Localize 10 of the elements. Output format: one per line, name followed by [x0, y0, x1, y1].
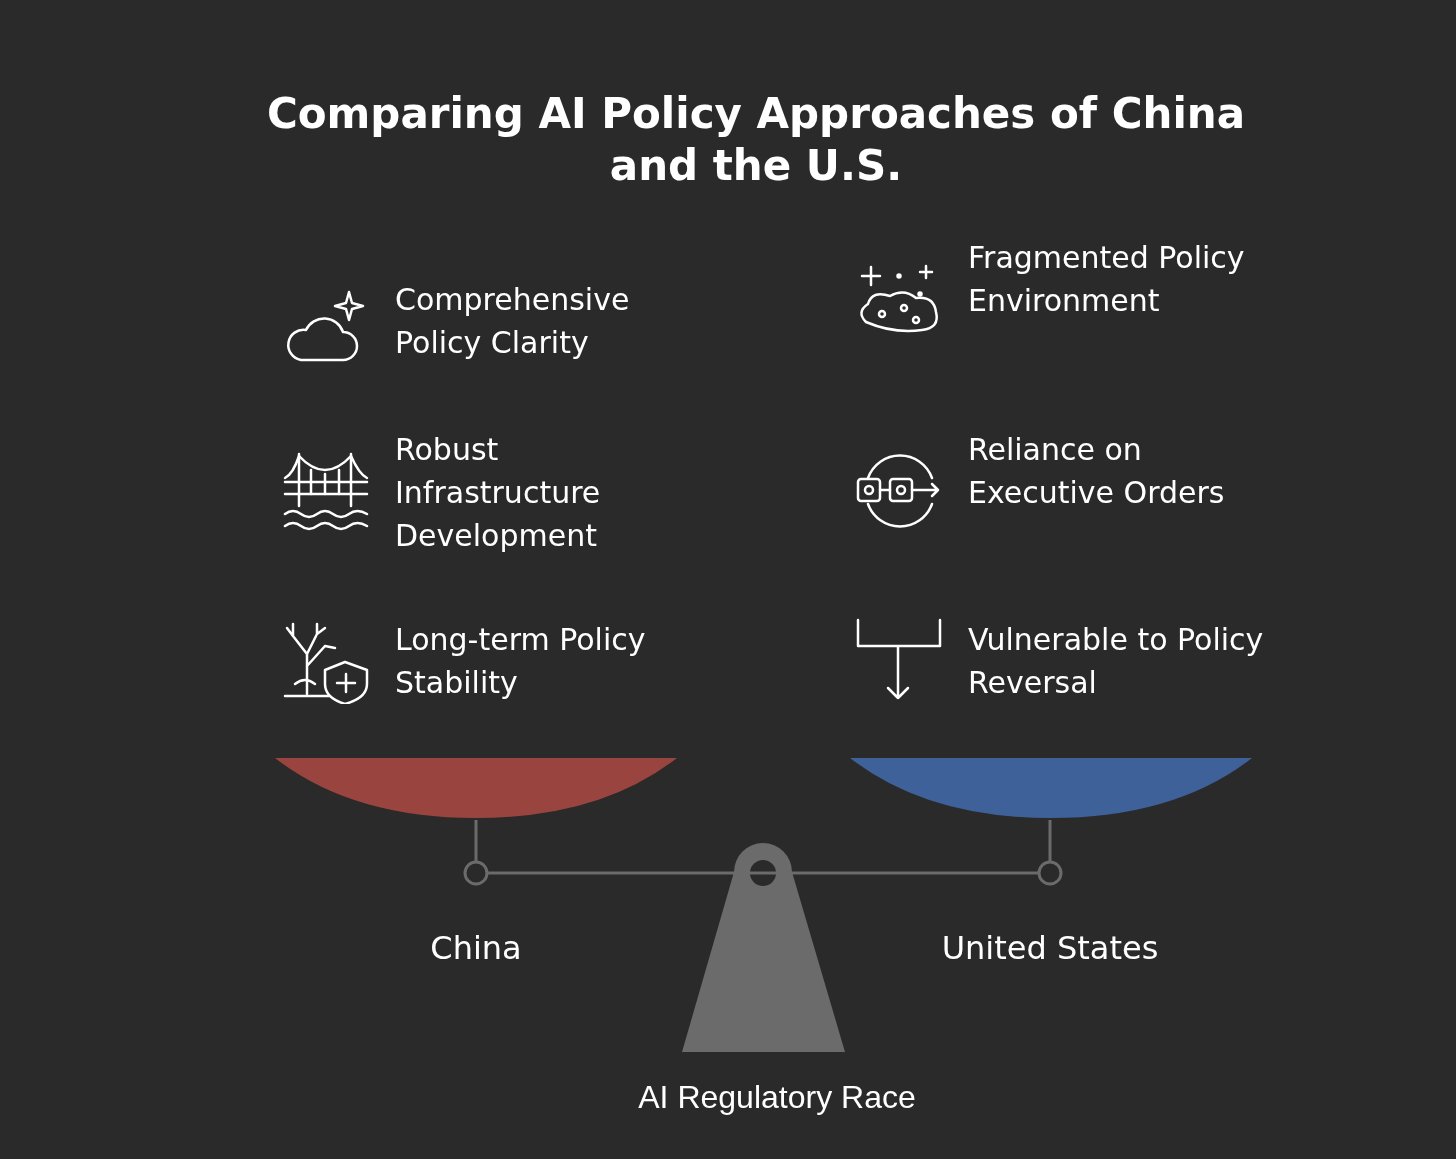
feature-text: Comprehensive Policy Clarity	[395, 281, 631, 362]
pan-label: United States	[940, 928, 1160, 969]
title: Comparing AI Policy Approaches of China and the U.S.	[265, 88, 1247, 192]
feature-text: Robust Infrastructure Development	[395, 431, 602, 555]
feature-text: Reliance on Executive Orders	[968, 431, 1226, 512]
feature-text: Fragmented Policy Environment	[968, 239, 1246, 320]
scale-caption: AI Regulatory Race	[637, 1078, 917, 1117]
feature-text: Vulnerable to Policy Reversal	[968, 621, 1265, 702]
feature-text: Long-term Policy Stability	[395, 621, 647, 702]
pan-label: China	[429, 928, 523, 969]
